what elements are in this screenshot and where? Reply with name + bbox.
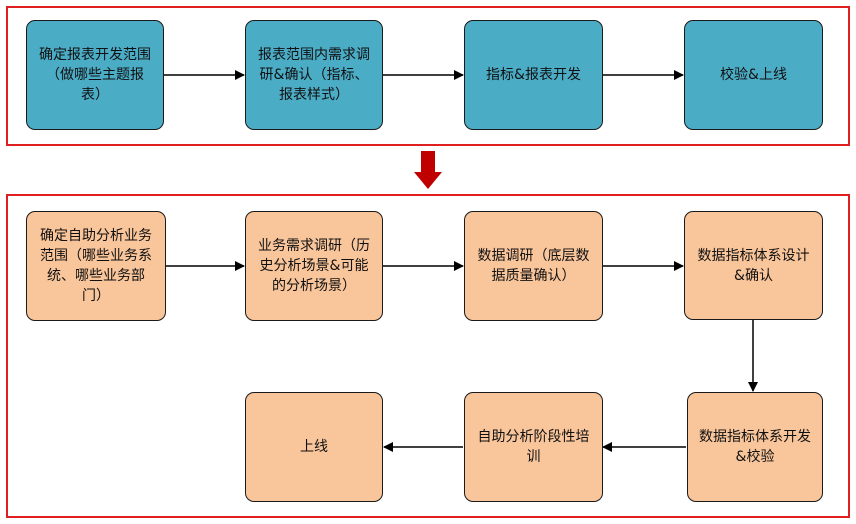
step-metric-system-design-label: 数据指标体系设计 &确认 (697, 247, 810, 284)
step-self-service-training: 自助分析阶段性培 训 (464, 392, 603, 502)
bottom-process-frame (6, 194, 850, 518)
step-metric-system-design: 数据指标体系设计 &确认 (684, 211, 823, 320)
top-process-frame (6, 6, 850, 146)
step-metric-report-development-label: 指标&报表开发 (486, 67, 581, 83)
step-metric-report-development: 指标&报表开发 (464, 20, 603, 130)
step-verify-launch: 校验&上线 (684, 20, 823, 130)
step-data-research: 数据调研（底层数 据质量确认） (464, 211, 603, 321)
step-define-report-scope-label: 确定报表开发范围 （做哪些主题报 表） (39, 47, 151, 103)
down-arrow-icon (414, 151, 442, 189)
step-go-live-label: 上线 (300, 439, 328, 455)
step-business-requirements-research: 业务需求调研（历 史分析场景&可能 的分析场景） (245, 211, 383, 321)
step-self-service-training-label: 自助分析阶段性培 训 (477, 429, 590, 465)
step-metric-system-development-label: 数据指标体系开发 &校验 (699, 429, 811, 465)
step-go-live: 上线 (245, 392, 383, 502)
step-define-report-scope: 确定报表开发范围 （做哪些主题报 表） (26, 20, 164, 130)
step-verify-launch-label: 校验&上线 (720, 67, 787, 83)
step-data-research-label: 数据调研（底层数 据质量确认） (477, 248, 590, 284)
step-define-self-service-scope: 确定自助分析业务 范围（哪些业务系 统、哪些业务部 门） (26, 211, 166, 321)
step-metric-system-development: 数据指标体系开发 &校验 (687, 392, 823, 502)
step-report-requirements-research-label: 报表范围内需求调 研&确认（指标、 报表样式） (258, 47, 370, 103)
step-report-requirements-research: 报表范围内需求调 研&确认（指标、 报表样式） (245, 20, 383, 130)
step-business-requirements-research-label: 业务需求调研（历 史分析场景&可能 的分析场景） (258, 238, 370, 294)
step-define-self-service-scope-label: 确定自助分析业务 范围（哪些业务系 统、哪些业务部 门） (40, 228, 152, 304)
